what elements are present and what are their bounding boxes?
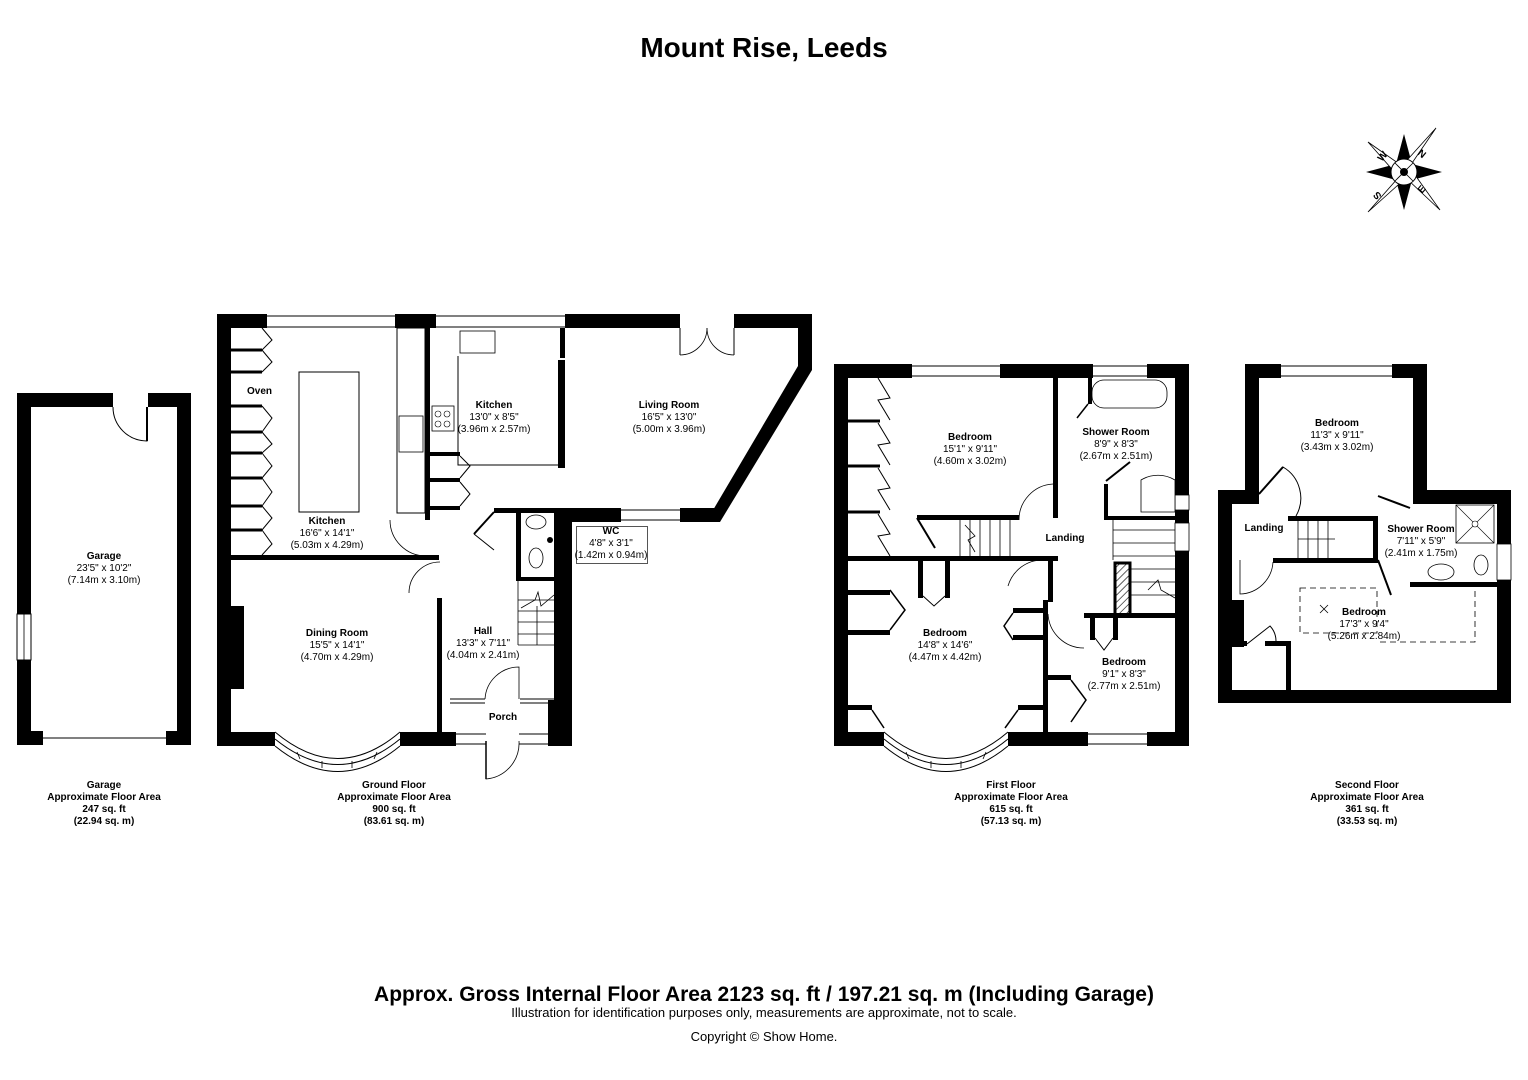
room-label-bedroom-2: Bedroom 14'8" x 14'6" (4.47m x 4.42m)	[908, 628, 982, 663]
room-label-bedroom-4: Bedroom 11'3" x 9'11" (3.43m x 3.02m)	[1300, 418, 1374, 453]
gross-floor-area: Approx. Gross Internal Floor Area 2123 s…	[374, 983, 1154, 1006]
floor-area-garage: Garage Approximate Floor Area 247 sq. ft…	[47, 780, 161, 827]
floor-area-first: First Floor Approximate Floor Area 615 s…	[954, 780, 1068, 827]
room-label-wc: WC 4'8" x 3'1" (1.42m x 0.94m)	[574, 526, 648, 561]
oven-label: Oven	[247, 386, 273, 397]
disclaimer: Illustration for identification purposes…	[511, 1005, 1017, 1020]
compass-rose-icon: N E S W	[1366, 127, 1442, 213]
room-label-shower-room-1: Shower Room 8'9" x 8'3" (2.67m x 2.51m)	[1079, 427, 1153, 462]
room-label-bedroom-1: Bedroom 15'1" x 9'11" (4.60m x 3.02m)	[933, 432, 1007, 467]
room-label-landing-2: Landing	[1244, 523, 1284, 534]
room-label-landing-1: Landing	[1045, 533, 1085, 544]
room-label-garage: Garage 23'5" x 10'2" (7.14m x 3.10m)	[67, 551, 141, 586]
floor-area-second: Second Floor Approximate Floor Area 361 …	[1310, 780, 1424, 827]
floor-area-ground: Ground Floor Approximate Floor Area 900 …	[337, 780, 451, 827]
room-label-bedroom-3: Bedroom 9'1" x 8'3" (2.77m x 2.51m)	[1087, 657, 1161, 692]
garage-plan	[16, 393, 191, 745]
copyright: Copyright © Show Home.	[690, 1029, 838, 1044]
room-label-porch: Porch	[488, 712, 518, 723]
ground-floor-plan	[217, 314, 812, 780]
first-floor-plan	[834, 364, 1190, 772]
room-label-kitchen-main: Kitchen 16'6" x 14'1" (5.03m x 4.29m)	[290, 516, 364, 551]
second-floor-plan	[1218, 364, 1512, 703]
room-label-shower-room-2: Shower Room 7'11" x 5'9" (2.41m x 1.75m)	[1384, 524, 1458, 559]
wc-label-box	[576, 526, 648, 564]
room-label-living-room: Living Room 16'5" x 13'0" (5.00m x 3.96m…	[632, 400, 706, 435]
room-label-hall: Hall 13'3" x 7'11" (4.04m x 2.41m)	[446, 626, 520, 661]
room-label-kitchen-small: Kitchen 13'0" x 8'5" (3.96m x 2.57m)	[457, 400, 531, 435]
page-title: Mount Rise, Leeds	[640, 32, 888, 63]
room-label-dining-room: Dining Room 15'5" x 14'1" (4.70m x 4.29m…	[300, 628, 374, 663]
room-label-bedroom-5: Bedroom 17'3" x 9'4" (5.26m x 2.84m)	[1327, 607, 1401, 642]
